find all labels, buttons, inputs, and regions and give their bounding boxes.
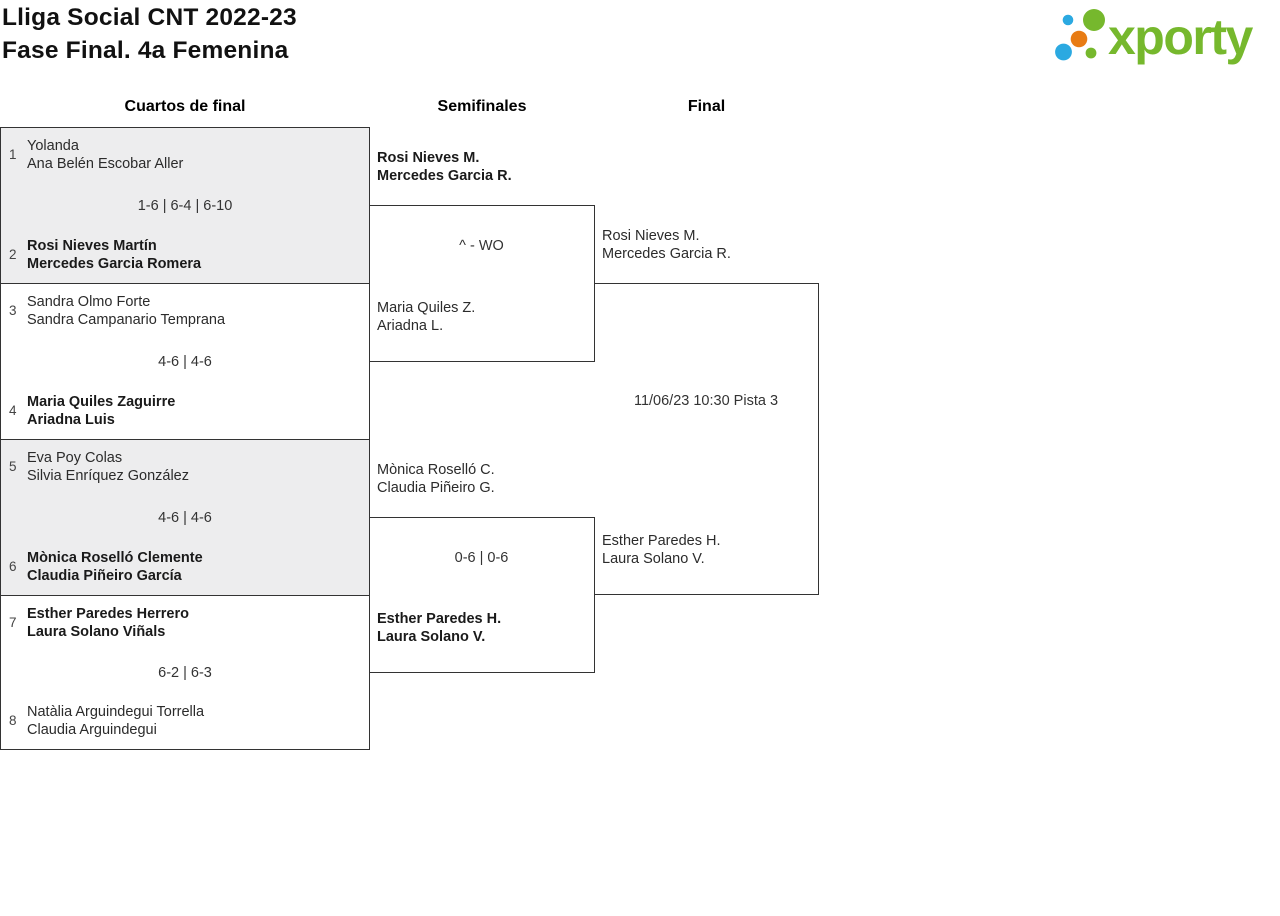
- match-score: ^ - WO: [459, 238, 504, 254]
- team-player-1: Rosi Nieves M.: [377, 150, 480, 166]
- team-player-2: Laura Solano V.: [602, 551, 705, 567]
- round-header-quarterfinals: Cuartos de final: [124, 98, 246, 115]
- seed-number: 3: [9, 303, 17, 318]
- match-quarterfinal-3: 5 Eva Poy Colas Silvia Enríquez González…: [0, 439, 370, 596]
- page-title-line2: Fase Final. 4a Femenina: [2, 37, 289, 64]
- team-pair: Esther Paredes H. Laura Solano V.: [602, 532, 814, 568]
- team-player-1: Sandra Olmo Forte: [27, 294, 151, 310]
- team-pair: Eva Poy Colas Silvia Enríquez González: [27, 449, 365, 485]
- team-pair-winner: Esther Paredes Herrero Laura Solano Viña…: [27, 605, 365, 641]
- team-player-1: Rosi Nieves M.: [602, 228, 700, 244]
- team-player-2: Ariadna Luis: [27, 412, 115, 428]
- round-header-final: Final: [687, 98, 726, 115]
- team-player-1: Mònica Roselló C.: [377, 462, 495, 478]
- team-pair: Rosi Nieves M. Mercedes Garcia R.: [602, 227, 814, 263]
- team-player-1: Mònica Roselló Clemente: [27, 550, 203, 566]
- team-pair-winner: Rosi Nieves M. Mercedes Garcia R.: [377, 149, 590, 185]
- logo-dot-blue-small: [1062, 14, 1074, 26]
- logo-dot-green-large: [1083, 9, 1105, 31]
- match-score: 6-2 | 6-3: [158, 664, 212, 681]
- team-player-2: Mercedes Garcia R.: [377, 168, 512, 184]
- match-semifinal-2: Mònica Roselló C. Claudia Piñeiro G. 0-6…: [369, 462, 595, 673]
- team-player-2: Mercedes Garcia Romera: [27, 256, 202, 272]
- round-header-semifinals: Semifinales: [437, 98, 527, 115]
- team-player-1: Natàlia Arguindegui Torrella: [27, 704, 205, 720]
- team-player-1: Eva Poy Colas: [27, 450, 123, 466]
- match-semifinal-1: Rosi Nieves M. Mercedes Garcia R. ^ - WO…: [369, 150, 595, 362]
- logo-dot-green-small: [1085, 47, 1097, 59]
- logo-dot-blue-large: [1055, 43, 1072, 61]
- team-player-1: Yolanda: [27, 138, 79, 154]
- match-score: 4-6 | 4-6: [158, 509, 212, 526]
- match-quarterfinal-2: 3 Sandra Olmo Forte Sandra Campanario Te…: [0, 283, 370, 440]
- team-player-2: Claudia Piñeiro García: [27, 568, 182, 584]
- xporty-logo[interactable]: xporty: [1048, 4, 1276, 68]
- page-title-line1: Lliga Social CNT 2022-23: [2, 4, 297, 31]
- seed-number: 8: [9, 713, 17, 728]
- match-score: 4-6 | 4-6: [158, 353, 212, 370]
- team-pair-winner: Rosi Nieves Martín Mercedes Garcia Romer…: [27, 237, 365, 273]
- team-player-1: Esther Paredes H.: [602, 533, 721, 549]
- match-schedule: 11/06/23 10:30 Pista 3: [633, 393, 779, 409]
- team-player-1: Maria Quiles Z.: [377, 300, 476, 316]
- team-player-1: Esther Paredes H.: [377, 611, 502, 627]
- team-player-2: Ana Belén Escobar Aller: [27, 156, 184, 172]
- team-player-1: Rosi Nieves Martín: [27, 238, 157, 254]
- match-score: 0-6 | 0-6: [454, 550, 509, 566]
- page-title: Lliga Social CNT 2022-23 Fase Final. 4a …: [2, 1, 297, 67]
- team-player-2: Claudia Piñeiro G.: [377, 480, 495, 496]
- team-player-1: Esther Paredes Herrero: [27, 606, 189, 622]
- team-pair-winner: Mònica Roselló Clemente Claudia Piñeiro …: [27, 549, 365, 585]
- team-pair: Sandra Olmo Forte Sandra Campanario Temp…: [27, 293, 365, 329]
- seed-number: 4: [9, 403, 17, 418]
- team-player-2: Sandra Campanario Temprana: [27, 312, 226, 328]
- team-player-2: Mercedes Garcia R.: [602, 246, 731, 262]
- match-quarterfinal-4: 7 Esther Paredes Herrero Laura Solano Vi…: [0, 595, 370, 750]
- seed-number: 6: [9, 559, 17, 574]
- team-player-2: Silvia Enríquez González: [27, 468, 189, 484]
- team-pair: Natàlia Arguindegui Torrella Claudia Arg…: [27, 703, 365, 739]
- team-player-2: Ariadna L.: [377, 318, 444, 334]
- team-pair: Mònica Roselló C. Claudia Piñeiro G.: [377, 461, 590, 497]
- team-pair: Maria Quiles Z. Ariadna L.: [377, 299, 590, 335]
- team-player-2: Laura Solano Viñals: [27, 624, 166, 640]
- seed-number: 1: [9, 147, 17, 162]
- team-pair-winner: Maria Quiles Zaguirre Ariadna Luis: [27, 393, 365, 429]
- team-pair-winner: Esther Paredes H. Laura Solano V.: [377, 610, 590, 646]
- seed-number: 2: [9, 247, 17, 262]
- match-final: Rosi Nieves M. Mercedes Garcia R. 11/06/…: [594, 228, 819, 595]
- team-player-1: Maria Quiles Zaguirre: [27, 394, 176, 410]
- seed-number: 7: [9, 615, 17, 630]
- match-quarterfinal-1: 1 Yolanda Ana Belén Escobar Aller 1-6 | …: [0, 127, 370, 284]
- seed-number: 5: [9, 459, 17, 474]
- team-player-2: Laura Solano V.: [377, 629, 486, 645]
- team-player-2: Claudia Arguindegui: [27, 722, 157, 738]
- match-score: 1-6 | 6-4 | 6-10: [137, 197, 233, 214]
- team-pair: Yolanda Ana Belén Escobar Aller: [27, 137, 365, 173]
- logo-dot-orange: [1070, 30, 1088, 48]
- logo-wordmark: xporty: [1108, 9, 1254, 65]
